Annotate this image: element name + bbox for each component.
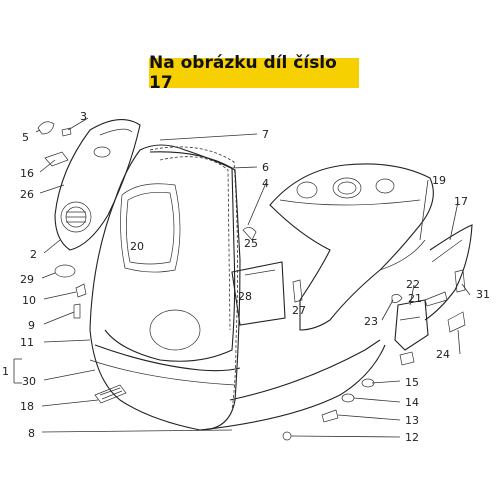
- part-29-grommet: [54, 264, 76, 278]
- label-27: 27: [292, 304, 306, 317]
- part-9-pin: [73, 303, 81, 319]
- front-body: [89, 144, 386, 431]
- label-19: 19: [432, 174, 446, 187]
- part-16-bracket: [44, 151, 69, 167]
- label-17: 17: [454, 195, 468, 208]
- part-23: [391, 294, 403, 303]
- part-28-panel: [231, 261, 286, 326]
- label-2: 2: [30, 248, 37, 261]
- label-8: 8: [28, 427, 35, 440]
- rear-body: [269, 163, 434, 331]
- label-21: 21: [408, 292, 422, 305]
- label-14: 14: [405, 396, 419, 409]
- label-11: 11: [20, 336, 34, 349]
- label-7: 7: [262, 128, 269, 141]
- label-6: 6: [262, 161, 269, 174]
- label-23: 23: [364, 315, 378, 328]
- label-25: 25: [244, 237, 258, 250]
- label-16: 16: [20, 167, 34, 180]
- part-14: [341, 393, 355, 403]
- part-18-plate: [94, 384, 127, 404]
- label-26: 26: [20, 188, 34, 201]
- label-10: 10: [22, 294, 36, 307]
- label-18: 18: [20, 400, 34, 413]
- label-12: 12: [405, 431, 419, 444]
- part-27: [292, 279, 303, 303]
- label-3: 3: [80, 110, 87, 123]
- label-31: 31: [476, 288, 490, 301]
- leg-shield-cover: [54, 119, 141, 251]
- leader-lines: [13, 117, 471, 438]
- label-1: 1: [2, 365, 9, 378]
- label-22: 22: [406, 278, 420, 291]
- label-28: 28: [238, 290, 252, 303]
- label-15: 15: [405, 376, 419, 389]
- part-12: [282, 431, 292, 441]
- part-31-strip: [454, 269, 466, 293]
- label-24: 24: [436, 348, 450, 361]
- label-9: 9: [28, 319, 35, 332]
- trim-gasket: [149, 146, 238, 411]
- title-banner: Na obrázku díl číslo 17: [149, 53, 359, 93]
- label-4: 4: [262, 177, 269, 190]
- part-25: [242, 227, 257, 241]
- label-30: 30: [22, 375, 36, 388]
- part-13: [321, 409, 339, 423]
- part-22-bracket: [394, 299, 429, 351]
- label-13: 13: [405, 414, 419, 427]
- part-17-side-trim: [424, 224, 473, 321]
- part-10-clip: [75, 283, 87, 298]
- part-3-screw: [61, 127, 72, 137]
- part-5-clip: [37, 121, 55, 135]
- part-24: [447, 311, 466, 333]
- label-20: 20: [130, 240, 144, 253]
- label-5: 5: [22, 131, 29, 144]
- label-29: 29: [20, 273, 34, 286]
- part-21: [399, 351, 415, 366]
- part-number-labels: 5 3 16 26 2 29 10 9 11 1 30 18 8 7 6 4 2…: [2, 110, 490, 444]
